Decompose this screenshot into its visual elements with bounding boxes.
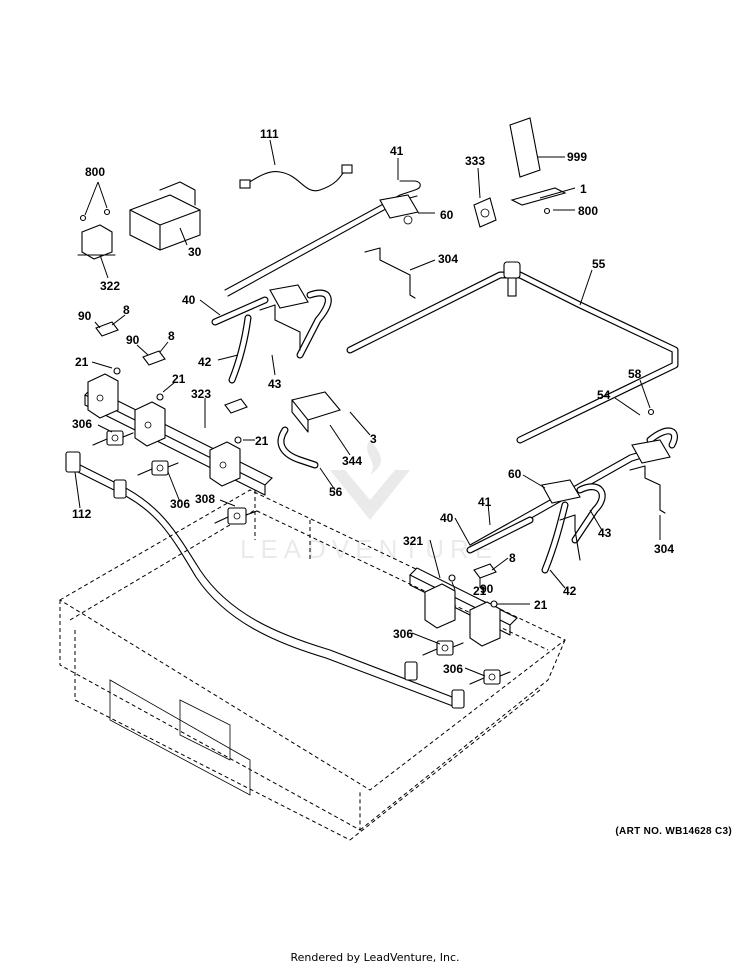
callout-56: 56 <box>329 485 343 499</box>
ignition-harness <box>65 451 465 709</box>
callout-21-c: 21 <box>255 434 269 448</box>
callout-304-lower: 304 <box>654 542 674 556</box>
footer-credit: Rendered by LeadVenture, Inc. <box>290 951 460 964</box>
leader-lines <box>74 139 661 677</box>
callout-41-upper: 41 <box>390 144 404 158</box>
callout-21-a: 21 <box>75 355 89 369</box>
callout-321: 321 <box>403 534 423 548</box>
callout-42-right: 42 <box>563 584 577 598</box>
callout-323: 323 <box>191 387 211 401</box>
callout-111: 111 <box>260 127 279 141</box>
callout-306-a: 306 <box>72 417 92 431</box>
callout-58: 58 <box>628 367 642 381</box>
callout-40-left: 40 <box>182 293 196 307</box>
callout-60-upper: 60 <box>440 208 454 222</box>
callout-21-e: 21 <box>534 598 548 612</box>
callout-40-right: 40 <box>440 511 454 525</box>
callout-322: 322 <box>100 279 120 293</box>
callout-8-lower: 8 <box>509 551 516 565</box>
watermark-text: LEADVENTURE <box>240 534 498 564</box>
watermark-logo <box>330 440 410 520</box>
callout-43-left: 43 <box>268 377 282 391</box>
art-number-label: (ART NO. WB14628 C3) <box>615 826 732 837</box>
callout-800-right: 800 <box>578 204 598 218</box>
callout-306-c: 306 <box>393 627 413 641</box>
callout-3: 3 <box>370 432 377 446</box>
callout-90-upper: 90 <box>78 309 92 323</box>
callout-54: 54 <box>597 388 611 402</box>
callout-999: 999 <box>567 150 587 164</box>
callout-30: 30 <box>188 245 202 259</box>
callout-8-upper: 8 <box>123 303 130 317</box>
callout-308: 308 <box>195 492 215 506</box>
callout-1: 1 <box>580 182 587 196</box>
callout-344: 344 <box>342 454 362 468</box>
callout-8-middle: 8 <box>168 329 175 343</box>
callout-90-middle: 90 <box>126 333 140 347</box>
callout-333: 333 <box>465 154 485 168</box>
callout-90-lower: 90 <box>480 582 494 596</box>
manifold-left <box>84 373 273 496</box>
callout-304-upper: 304 <box>438 252 458 266</box>
callout-21-b: 21 <box>172 372 186 386</box>
range-body <box>59 489 566 841</box>
callout-112: 112 <box>72 507 92 521</box>
callout-42-left: 42 <box>198 355 212 369</box>
callout-800-top-left: 800 <box>85 165 105 179</box>
callout-21-d: 21 <box>473 584 487 598</box>
callout-306-d: 306 <box>443 662 463 676</box>
callout-60-lower: 60 <box>508 467 522 481</box>
callout-41-lower: 41 <box>478 495 492 509</box>
manifold-right <box>409 567 518 647</box>
components <box>77 117 671 608</box>
burner-valves <box>92 430 511 685</box>
callout-55: 55 <box>592 257 606 271</box>
callout-306-b: 306 <box>170 497 190 511</box>
callout-labels: 111 41 333 999 800 1 800 60 30 322 304 5… <box>72 127 674 676</box>
callout-43-right: 43 <box>598 526 612 540</box>
